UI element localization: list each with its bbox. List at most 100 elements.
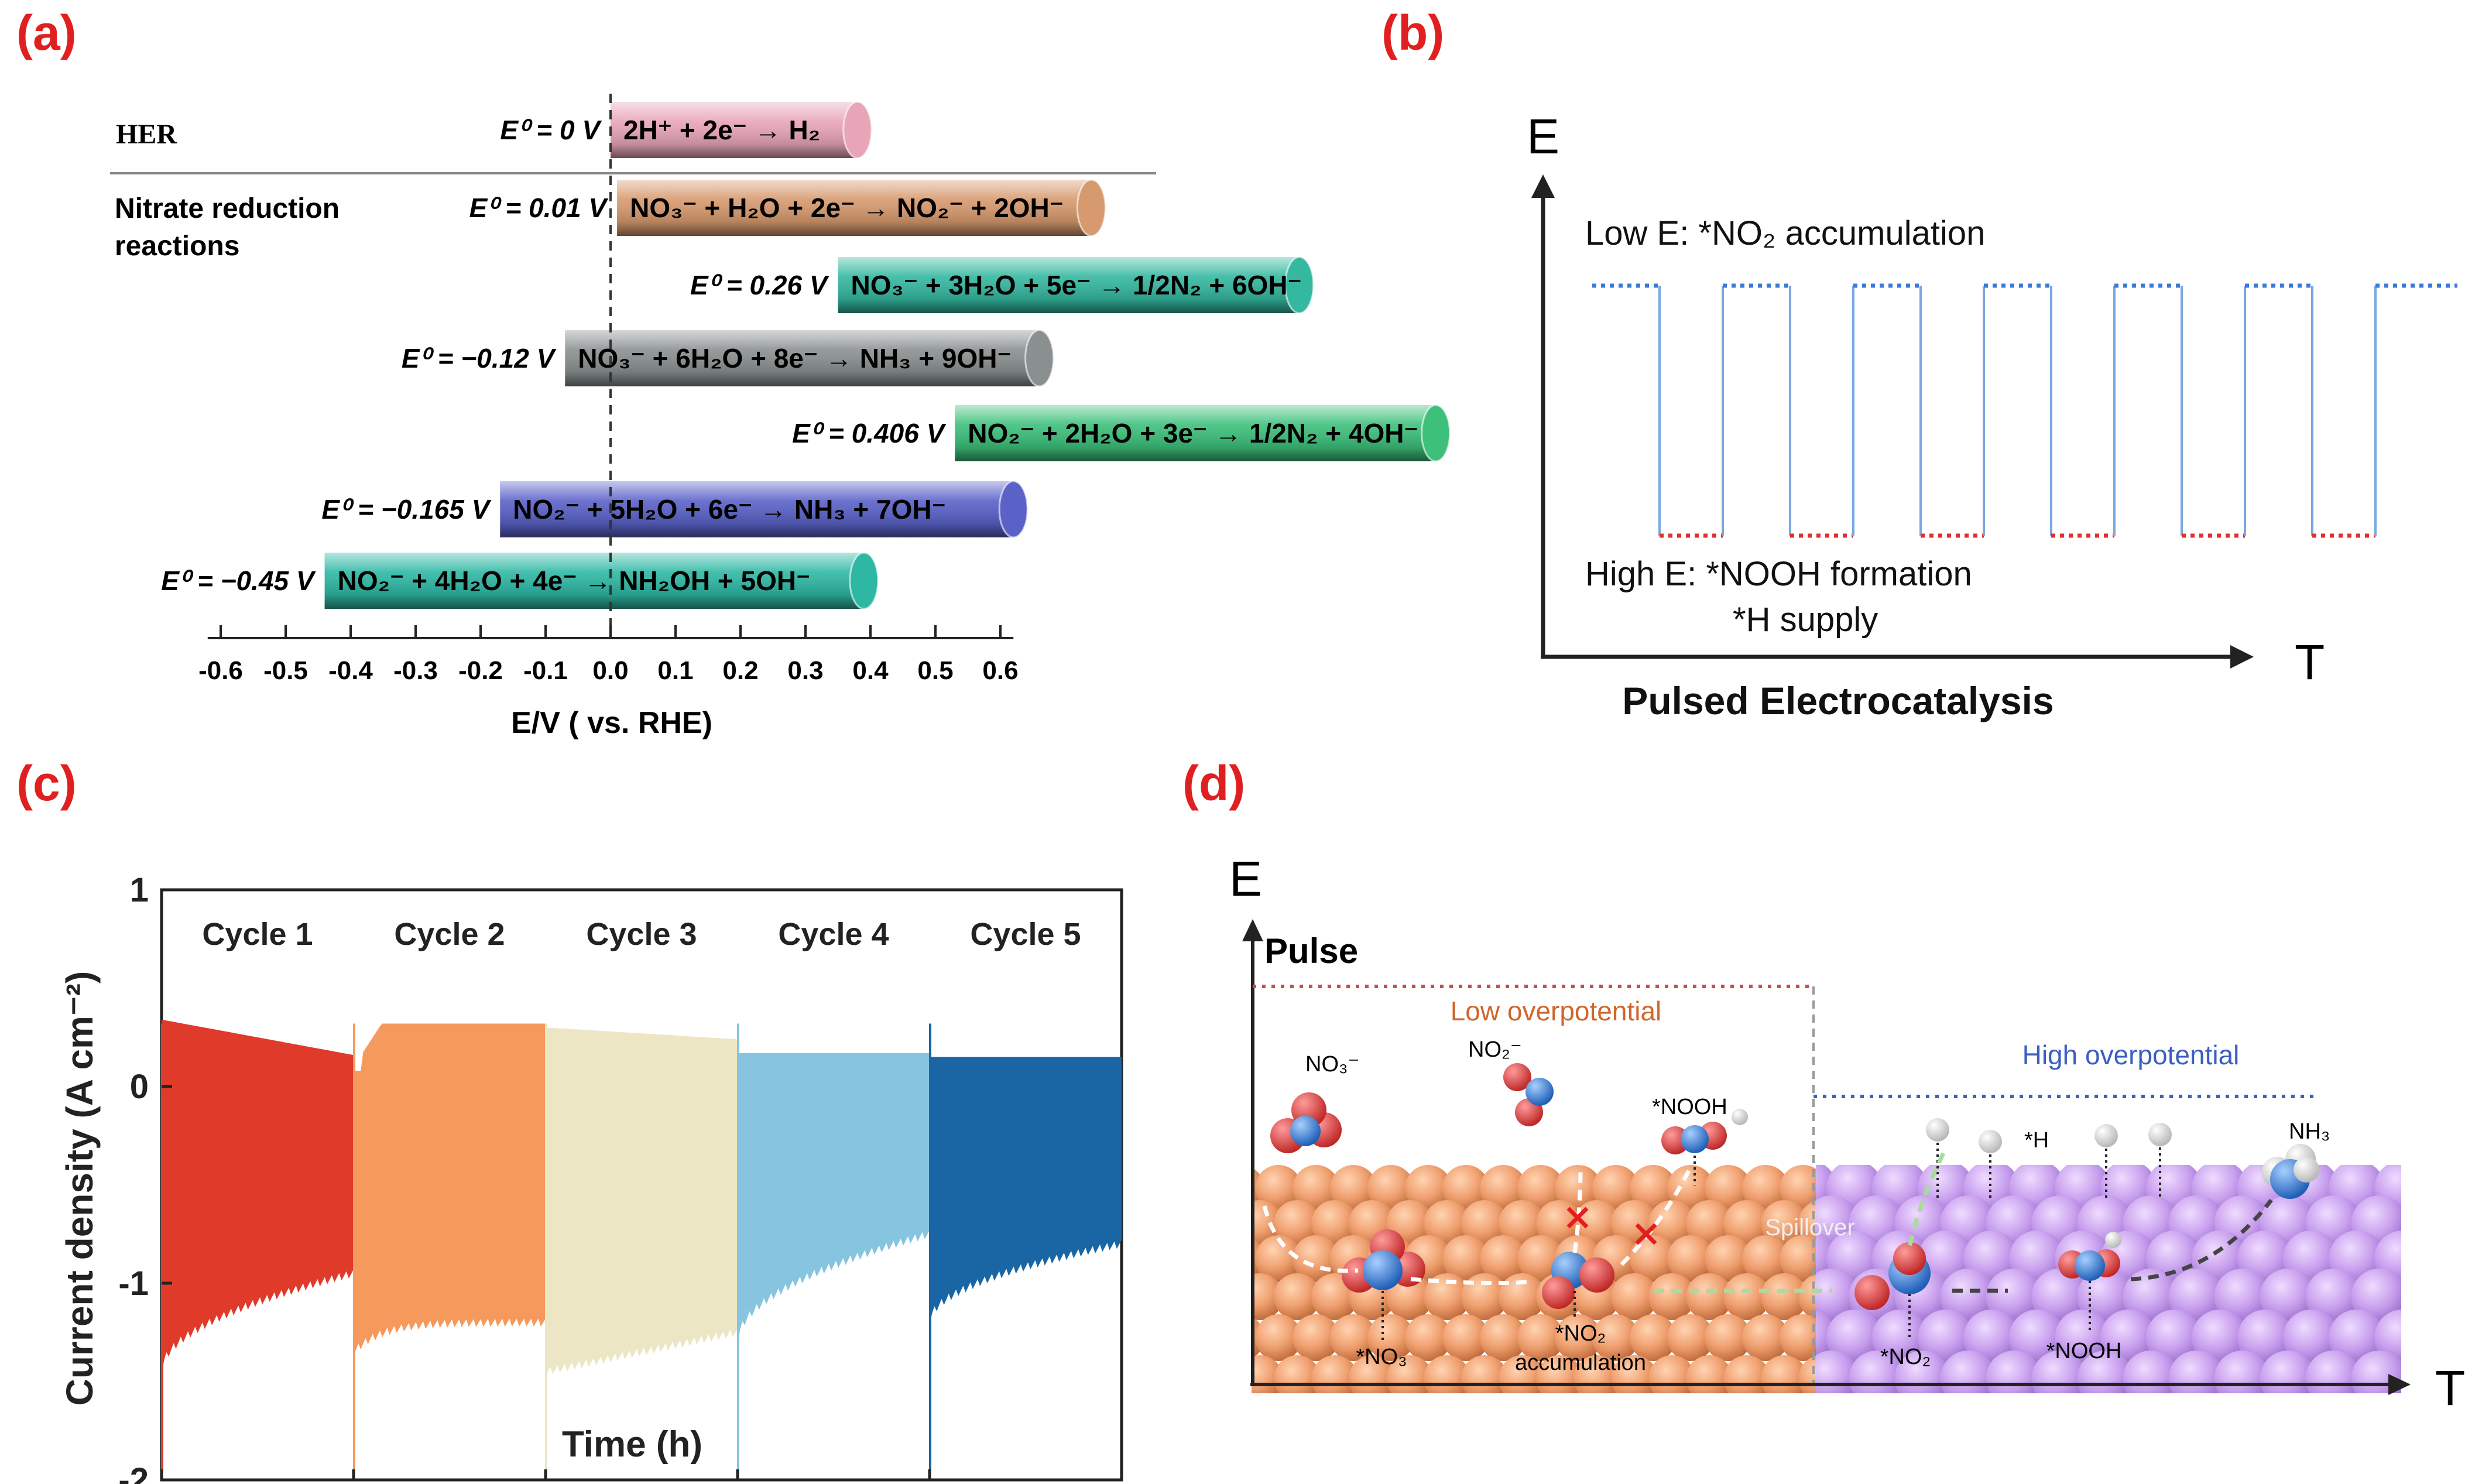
reaction-bar-end-cap xyxy=(1076,179,1106,237)
copper-atom xyxy=(1330,1165,1377,1212)
copper-atom xyxy=(1442,1235,1489,1282)
copper-atom xyxy=(1424,1273,1470,1320)
cycle-band xyxy=(738,1053,930,1346)
surface-atom xyxy=(2031,1269,2088,1325)
cycle-label: Cycle 3 xyxy=(586,917,697,952)
panel-d-xlabel: T xyxy=(2435,1360,2465,1416)
reaction-equation: NO₂⁻ + 5H₂O + 6e⁻ → NH₃ + 7OH⁻ xyxy=(513,494,946,525)
panel-b-x-arrow xyxy=(2230,645,2254,669)
reaction-bar-7: NO₂⁻ + 4H₂O + 4e⁻ → NH₂OH + 5OH⁻E⁰ = −0.… xyxy=(161,551,879,610)
reaction-bar-end-cap xyxy=(998,480,1029,539)
surface-atom xyxy=(2305,1351,2362,1393)
copper-atom xyxy=(1330,1314,1377,1361)
surface-atom xyxy=(2214,1351,2271,1393)
reaction-e0: E⁰ = 0.26 V xyxy=(690,270,829,300)
surface-atom xyxy=(2305,1269,2362,1325)
copper-atom xyxy=(1405,1165,1452,1212)
surface-atom xyxy=(1940,1351,1997,1393)
reaction-bar-end-cap xyxy=(849,551,879,610)
copper-atom xyxy=(1442,1314,1489,1361)
oxygen-atom xyxy=(1893,1242,1926,1275)
panel-a-tick-label: 0.5 xyxy=(917,656,953,685)
h-label: *H xyxy=(2024,1128,2049,1153)
copper-atom xyxy=(1630,1314,1677,1361)
her-label: HER xyxy=(116,119,177,150)
panel-a-tick-label: 0.2 xyxy=(722,656,758,685)
nitrogen-atom xyxy=(1290,1116,1321,1146)
low-e-label: Low E: *NO₂ accumulation xyxy=(1585,214,1985,252)
hydrogen-atom xyxy=(1926,1118,1949,1142)
copper-atom xyxy=(1742,1314,1789,1361)
copper-atom xyxy=(1293,1314,1339,1361)
ads-no3-label: *NO₃ xyxy=(1356,1345,1407,1369)
copper-atom xyxy=(1555,1314,1602,1361)
surface-atom xyxy=(2077,1269,2134,1325)
copper-atom xyxy=(1667,1314,1714,1361)
panel-label-c: (c) xyxy=(16,756,77,811)
panel-a-tick-label: -0.5 xyxy=(263,656,308,685)
reaction-bar-end-cap xyxy=(842,101,873,159)
reaction-equation: NO₂⁻ + 2H₂O + 3e⁻ → 1/2N₂ + 4OH⁻ xyxy=(968,418,1418,448)
high-e-label-line2: *H supply xyxy=(1733,601,1878,639)
surface-atom xyxy=(2214,1269,2271,1325)
copper-atom xyxy=(1742,1165,1789,1212)
ads-no2-right-label: *NO₂ xyxy=(1880,1345,1931,1369)
copper-atom xyxy=(1761,1273,1808,1320)
reaction-bar-end-cap xyxy=(1024,329,1055,388)
panel-a-tick-label: -0.2 xyxy=(458,656,503,685)
surface-atom xyxy=(2168,1351,2225,1393)
reaction-bar-6: NO₂⁻ + 5H₂O + 6e⁻ → NH₃ + 7OH⁻E⁰ = −0.16… xyxy=(321,480,1029,539)
copper-atom xyxy=(1252,1200,1283,1247)
reaction-bar-end-cap xyxy=(1421,404,1451,462)
panel-c-axes: 02040608010010-1-2 xyxy=(118,871,1123,1484)
panel-c-ylabel: Current density (A cm⁻²) xyxy=(59,971,101,1406)
copper-atom xyxy=(1367,1165,1414,1212)
surface-atom xyxy=(2100,1310,2157,1366)
high-overpotential-label: High overpotential xyxy=(2022,1040,2240,1070)
reaction-bar-shading xyxy=(838,257,1300,313)
panel-a-tick-label: 0.6 xyxy=(982,656,1018,685)
cycle-band xyxy=(162,1019,354,1376)
surface-atom xyxy=(2077,1351,2134,1393)
surface-atom xyxy=(1940,1269,1997,1325)
panel-d-mechanism: E T Pulse Low overpotential High overpot… xyxy=(1229,851,2465,1416)
reaction-bar-3: NO₃⁻ + 3H₂O + 5e⁻ → 1/2N₂ + 6OH⁻E⁰ = 0.2… xyxy=(690,256,1315,314)
reaction-arrow xyxy=(2130,1198,2273,1281)
cycle-trace-5: Cycle 5 xyxy=(929,917,1122,1471)
cycle-band xyxy=(546,1027,738,1376)
panel-a-tick-label: -0.4 xyxy=(328,656,373,685)
reaction-bar-shading xyxy=(611,102,858,158)
copper-atom xyxy=(1705,1235,1751,1282)
surface-atom xyxy=(2031,1351,2088,1393)
copper-atom xyxy=(1255,1235,1302,1282)
purple-surface xyxy=(1816,1165,2401,1393)
copper-atom xyxy=(1367,1314,1414,1361)
catalyst-surface xyxy=(1252,1165,2401,1393)
copper-atom xyxy=(1798,1274,1816,1320)
surface-atom xyxy=(2123,1351,2179,1393)
copper-atom xyxy=(1780,1235,1816,1282)
copper-atom xyxy=(1592,1314,1639,1361)
copper-atom xyxy=(1461,1200,1508,1247)
oxygen-atom xyxy=(1854,1275,1890,1310)
copper-atom xyxy=(1630,1165,1677,1212)
panel-d-x-arrow xyxy=(2388,1374,2411,1395)
panel-c-y-tick-label: -1 xyxy=(118,1264,149,1303)
copper-atom xyxy=(1311,1200,1358,1247)
copper-atom xyxy=(1630,1235,1677,1282)
copper-atom xyxy=(1480,1314,1527,1361)
panel-a-tick-label: -0.3 xyxy=(393,656,438,685)
copper-atom xyxy=(1499,1200,1545,1247)
surface-atom xyxy=(2329,1310,2385,1366)
high-e-label-line1: High E: *NOOH formation xyxy=(1585,555,1972,593)
molecules xyxy=(1262,1063,2319,1341)
reaction-bar-shading xyxy=(565,330,1040,386)
copper-atom xyxy=(1274,1273,1321,1320)
panel-label-a: (a) xyxy=(16,5,77,60)
reaction-equation: NO₃⁻ + H₂O + 2e⁻ → NO₂⁻ + 2OH⁻ xyxy=(630,193,1064,223)
reaction-equation: NO₂⁻ + 4H₂O + 4e⁻ → NH₂OH + 5OH⁻ xyxy=(338,566,811,596)
nitrate-label-line1: Nitrate reduction xyxy=(115,193,340,224)
